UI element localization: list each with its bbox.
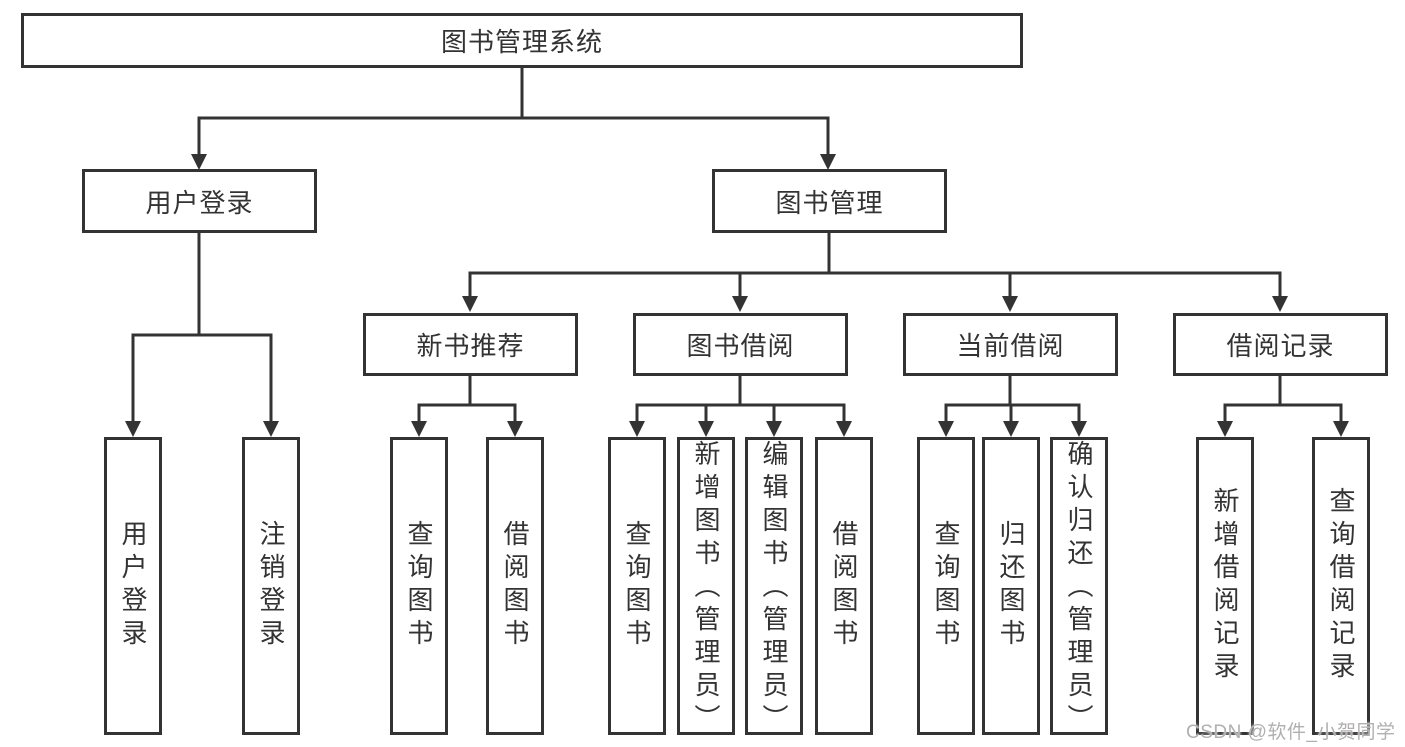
leaf-record-add-record: 新增借阅记录	[1196, 437, 1254, 735]
node-label: 查询借阅记录	[1326, 487, 1356, 685]
leaf-borrow-add-book-admin: 新增图书（管理员）	[677, 437, 735, 737]
csdn-watermark: CSDN @软件_小贺同学	[1186, 722, 1396, 743]
leaf-borrow-borrow-book: 借阅图书	[815, 437, 873, 735]
node-label: 借阅图书	[829, 520, 859, 652]
node-label: 用户登录	[145, 187, 254, 218]
node-label: 借阅图书	[500, 520, 530, 652]
node-label: 归还图书	[996, 520, 1026, 652]
leaf-logout-login: 注销登录	[242, 437, 300, 735]
node-label: 查询图书	[404, 520, 434, 652]
node-label: 注销登录	[256, 520, 286, 652]
leaf-record-query-record: 查询借阅记录	[1312, 437, 1370, 735]
node-label: 新书推荐	[416, 331, 525, 361]
node-label: 查询图书	[622, 520, 652, 652]
node-label: 当前借阅	[956, 331, 1065, 361]
node-borrow-record: 借阅记录	[1173, 313, 1388, 376]
node-label: 用户登录	[118, 520, 148, 652]
leaf-current-query-book: 查询图书	[917, 437, 975, 735]
node-label: 新增借阅记录	[1210, 487, 1240, 685]
leaf-recommend-borrow-book: 借阅图书	[486, 437, 544, 735]
node-root: 图书管理系统	[21, 13, 1023, 68]
leaf-current-confirm-return-admin: 确认归还（管理员）	[1050, 437, 1108, 737]
node-book-management-module: 图书管理	[712, 169, 947, 233]
node-current-borrow: 当前借阅	[903, 313, 1118, 376]
leaf-user-login: 用户登录	[104, 437, 162, 735]
node-label: 借阅记录	[1226, 331, 1335, 361]
node-label: 查询图书	[931, 520, 961, 652]
node-label: 图书管理	[775, 187, 884, 218]
node-label: 确认归还（管理员）	[1064, 440, 1094, 737]
leaf-current-return-book: 归还图书	[982, 437, 1040, 735]
node-label: 图书管理系统	[440, 27, 603, 57]
node-book-borrow: 图书借阅	[633, 313, 848, 376]
node-label: 编辑图书（管理员）	[759, 440, 789, 737]
node-label: 图书借阅	[686, 331, 795, 361]
leaf-borrow-edit-book-admin: 编辑图书（管理员）	[745, 437, 803, 737]
connector-path	[131, 68, 1343, 425]
node-user-login-module: 用户登录	[82, 169, 317, 233]
leaf-borrow-query-book: 查询图书	[608, 437, 666, 735]
node-new-book-recommend: 新书推荐	[363, 313, 578, 376]
node-label: 新增图书（管理员）	[691, 440, 721, 737]
leaf-recommend-query-book: 查询图书	[390, 437, 448, 735]
